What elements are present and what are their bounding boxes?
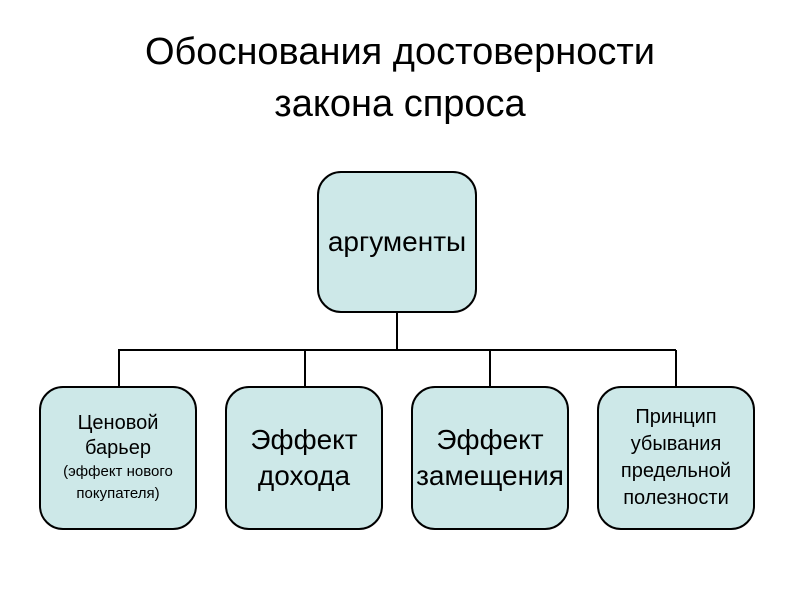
node-price-barrier: Ценовой барьер (эффект нового покупателя… — [39, 386, 197, 530]
node-substitution-effect-line-1: Эффект — [436, 424, 544, 455]
node-substitution-effect: Эффект замещения — [411, 386, 569, 530]
node-diminishing-utility-line-1: Принцип — [635, 406, 717, 428]
node-income-effect: Эффект дохода — [225, 386, 383, 530]
node-substitution-effect-line-2: замещения — [416, 460, 564, 491]
node-diminishing-utility-line-4: полезности — [623, 487, 729, 509]
root-node-label: аргументы — [327, 226, 467, 257]
node-price-barrier-line-1: Ценовой — [77, 412, 159, 434]
node-income-effect-line-2: дохода — [257, 460, 351, 491]
node-diminishing-utility-line-2: убывания — [630, 433, 722, 455]
node-diminishing-utility: Принцип убывания предельной полезности — [597, 386, 755, 530]
slide-title-line-2: закона спроса — [274, 83, 526, 125]
node-price-barrier-note-2: покупателя) — [76, 485, 160, 502]
root-node-arguments: аргументы — [317, 171, 477, 313]
node-price-barrier-note-1: (эффект нового — [63, 463, 173, 480]
slide-title-line-1: Обоснования достоверности — [144, 31, 655, 73]
node-income-effect-line-1: Эффект — [250, 424, 358, 455]
slide-title: Обоснования достоверности закона спроса — [0, 26, 800, 130]
node-diminishing-utility-line-3: предельной — [620, 460, 732, 482]
node-price-barrier-line-2: барьер — [85, 437, 151, 459]
